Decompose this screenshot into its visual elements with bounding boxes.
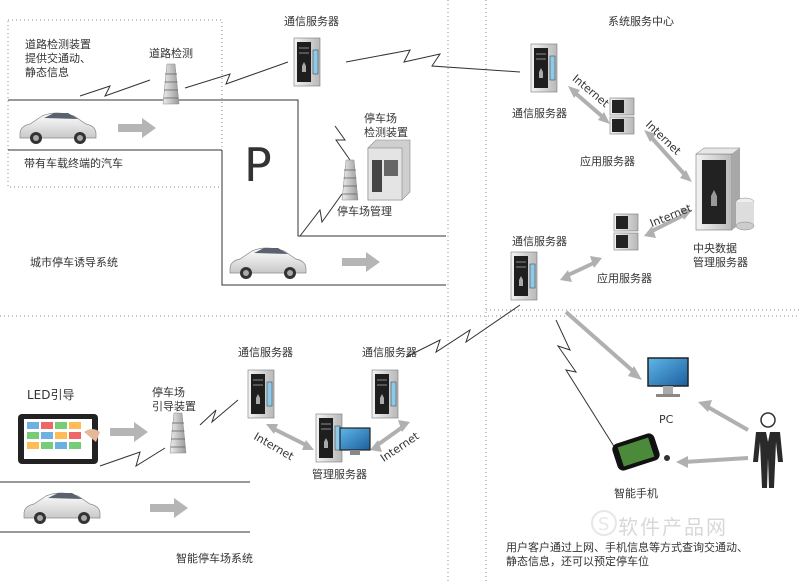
system-service-center-label: 系统服务中心 (608, 15, 674, 28)
comm-server-label: 通信服务器 (512, 107, 567, 120)
parking-detector-tower-icon (341, 159, 359, 201)
car-direction-arrow (342, 252, 380, 272)
comm-server-icon (371, 369, 399, 419)
mgmt-monitor-icon (339, 427, 371, 455)
car-direction-arrow (150, 498, 188, 518)
parking-detector-box-icon (367, 139, 411, 201)
mgmt-server-label: 管理服务器 (312, 468, 367, 481)
comm-server-icon (247, 369, 275, 419)
smartphone-label: 智能手机 (614, 487, 658, 500)
parking-guide-device-label: 停车场 引导装置 (152, 386, 196, 413)
user-person-icon (753, 412, 783, 488)
app-server-label: 应用服务器 (580, 155, 635, 168)
parking-mgmt-label: 停车场管理 (337, 205, 392, 218)
road-detection-label: 道路检测 (149, 47, 193, 60)
central-db-label: 中央数据 管理服务器 (693, 242, 748, 269)
led-guide-tablet-icon (18, 414, 100, 464)
city-parking-system-label: 城市停车诱导系统 (30, 256, 118, 269)
smartphone-icon (612, 433, 670, 471)
comm-server-icon (530, 43, 558, 93)
comm-server-label: 通信服务器 (284, 15, 339, 28)
pc-label: PC (659, 413, 674, 426)
comm-server-icon (510, 251, 538, 301)
car-icon (23, 492, 101, 525)
car-direction-arrow (118, 118, 156, 138)
central-db-server-icon (695, 147, 755, 231)
comm-server-label: 通信服务器 (238, 346, 293, 359)
app-server-icon (613, 213, 639, 251)
smart-parking-system-label: 智能停车场系统 (176, 552, 253, 565)
road-detector-tower-icon (162, 63, 180, 105)
comm-server-icon (293, 37, 321, 87)
parking-detector-label: 停车场 检测装置 (364, 112, 408, 139)
led-guide-label: LED引导 (27, 388, 75, 402)
pc-monitor-icon (647, 357, 689, 397)
watermark-logo-icon: S (591, 510, 617, 536)
internet-arrows (266, 86, 749, 468)
road-detector-description: 道路检测装置 提供交通动、 静态信息 (25, 38, 91, 79)
app-server-icon (609, 97, 635, 135)
car-terminal-label: 带有车载终端的汽车 (24, 157, 123, 170)
watermark-text: 软件产品网 (618, 515, 728, 539)
road-lines (0, 99, 446, 533)
car-icon (229, 247, 307, 280)
guide-arrow (110, 422, 148, 442)
mgmt-server-icon (315, 413, 343, 463)
app-server-label: 应用服务器 (597, 272, 652, 285)
car-icon (19, 112, 97, 145)
comm-server-label: 通信服务器 (512, 235, 567, 248)
parking-guide-tower-icon (169, 412, 187, 454)
svg-text:S: S (598, 514, 609, 535)
comm-server-label: 通信服务器 (362, 346, 417, 359)
user-description: 用户客户通过上网、手机信息等方式查询交通动、 静态信息，还可以预定停车位 (506, 541, 748, 568)
wireless-links (79, 49, 616, 468)
parking-sign-p: P (244, 138, 272, 192)
